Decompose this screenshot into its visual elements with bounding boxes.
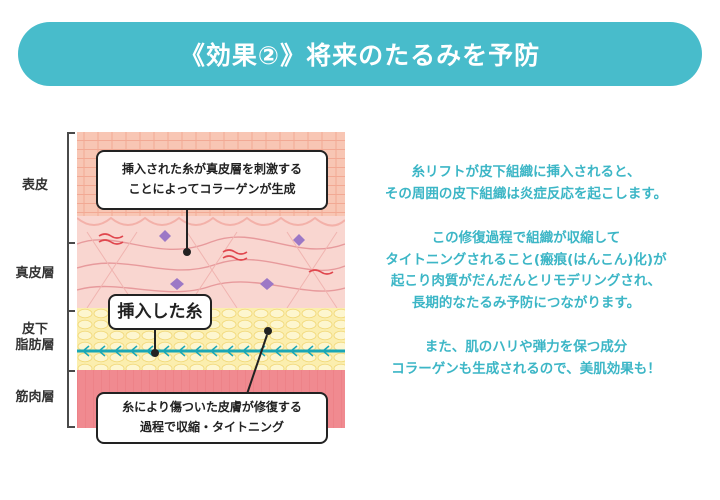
title-banner: 《効果②》将来のたるみを予防 [18, 22, 702, 86]
callout-pointer-bottom [246, 334, 268, 395]
label-dermis: 真皮層 [15, 266, 55, 281]
callout-top-line-2: ことによってコラーゲンが生成 [128, 182, 296, 196]
callout-top: 挿入された糸が真皮層を刺激する ことによってコラーゲンが生成 [96, 150, 328, 210]
label-subcutaneous: 皮下 脂肪層 [6, 322, 64, 355]
callout-bottom: 糸により傷ついた皮膚が修復する 過程で収縮・タイトニング [96, 392, 328, 444]
label-subcutaneous-line-2: 脂肪層 [15, 338, 55, 354]
fibroblast-cell [260, 278, 274, 290]
collagen-strand [308, 269, 334, 275]
collagen-strand [222, 249, 248, 261]
description-paragraph-2: この修復過程で組織が収縮して タイトニングされること(瘢痕(はんこん)化)が 起… [350, 228, 702, 315]
callout-top-line-1: 挿入された糸が真皮層を刺激する [121, 162, 302, 177]
description-paragraph-1: 糸リフトが皮下組織に挿入されると、 その周囲の皮下組織は炎症反応を起こします。 [350, 162, 702, 206]
callout-dot-top [183, 248, 191, 256]
collagen-mesh [86, 231, 338, 309]
dermis-wave [77, 216, 345, 227]
description-line: 長期的なたるみ予防につながります。 [411, 295, 641, 312]
thread-barbs [82, 345, 330, 357]
scale-tick [67, 426, 75, 428]
description-text: 糸リフトが皮下組織に挿入されると、 その周囲の皮下組織は炎症反応を起こします。 … [350, 162, 702, 403]
collagen-strands [98, 233, 334, 275]
fibroblast-cell [159, 230, 171, 242]
description-line: 起こり肉質がだんだんとリモデリングされ、 [390, 273, 662, 290]
scale-tick [67, 242, 75, 244]
callout-bottom-line-1: 糸により傷ついた皮膚が修復する [122, 400, 302, 415]
label-muscle: 筋肉層 [15, 390, 55, 405]
collagen-strand [98, 233, 124, 245]
fibroblast-cells [159, 230, 305, 290]
description-line: その周囲の皮下組織は炎症反応を起こします。 [384, 185, 668, 202]
description-paragraph-3: また、肌のハリや弾力を保つ成分 コラーゲンも生成されるので、美肌効果も！ [350, 337, 702, 381]
callout-middle: 挿入した糸 [108, 294, 212, 330]
scale-tick [67, 310, 75, 312]
description-line: この修復過程で組織が収縮して [431, 229, 621, 246]
scale-tick [67, 132, 75, 134]
callout-bottom-line-2: 過程で収縮・タイトニング [139, 420, 284, 434]
fibroblast-cell [170, 278, 184, 290]
description-line: コラーゲンも生成されるので、美肌効果も！ [391, 361, 661, 378]
scale-tick [67, 370, 75, 372]
callout-middle-text: 挿入した糸 [117, 301, 203, 322]
dermis-layer [77, 216, 345, 308]
layer-scale-line [67, 132, 69, 428]
fibroblast-cell [293, 234, 305, 246]
callout-dot-middle [151, 349, 159, 357]
description-line: 糸リフトが皮下組織に挿入されると、 [411, 164, 641, 180]
description-line: タイトニングされること(瘢痕(はんこん)化)が [385, 251, 667, 268]
page-title: 《効果②》将来のたるみを予防 [179, 41, 541, 70]
collagen-fibers [77, 236, 345, 293]
description-line: また、肌のハリや弾力を保つ成分 [424, 339, 628, 356]
label-subcutaneous-line-1: 皮下 [21, 322, 48, 337]
label-epidermis: 表皮 [21, 178, 48, 193]
callout-dot-bottom [264, 327, 272, 335]
